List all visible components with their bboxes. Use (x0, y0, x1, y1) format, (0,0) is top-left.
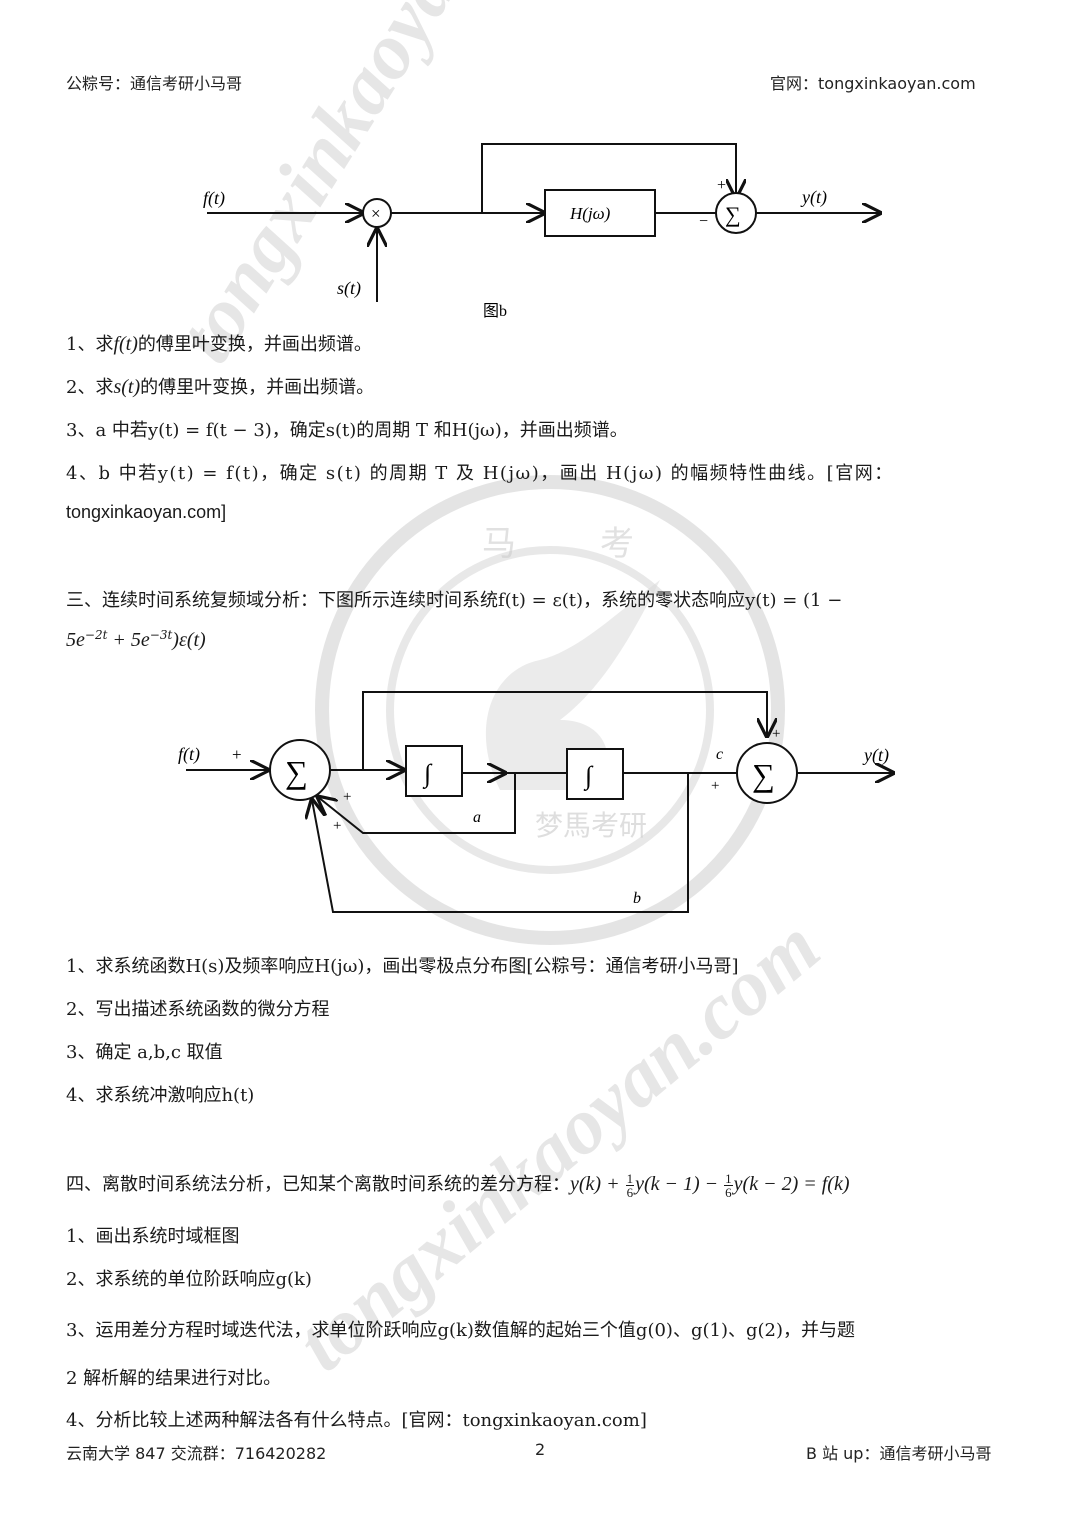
minus-sign: − (699, 213, 708, 230)
s3-output-label: y(t) (862, 745, 889, 766)
integrator-1 (405, 745, 463, 797)
fb-input-label: f(t) (203, 188, 225, 209)
section3-title: 三、连续时间系统复频域分析：下图所示连续时间系统f(t) = ε(t)，系统的零… (66, 590, 843, 611)
plus-a1: + (343, 789, 351, 805)
h-block-label: H(jω) (569, 204, 611, 223)
section3-title-cont: 5e−2t + 5e−3t)ε(t) (66, 628, 206, 651)
fb-carrier-label: s(t) (337, 278, 361, 299)
figure-b-caption: 图b (483, 303, 507, 320)
page-number: 2 (535, 1440, 546, 1459)
sum-symbol-1: ∑ (285, 754, 308, 790)
gain-a: a (473, 809, 481, 826)
q4-1: 1、画出系统时域框图 (66, 1226, 240, 1247)
plus-c: + (711, 778, 719, 794)
q4-3: 3、运用差分方程时域迭代法，求单位阶跃响应g(k)数值解的起始三个值g(0)、g… (66, 1320, 855, 1341)
header-left: 公粽号：通信考研小马哥 (66, 74, 243, 93)
q4-4: 4、分析比较上述两种解法各有什么特点。[官网：tongxinkaoyan.com… (66, 1410, 647, 1431)
plus-sign: + (717, 177, 726, 194)
sum-symbol-2: ∑ (752, 757, 775, 793)
gain-c: c (716, 746, 723, 763)
q3-3: 3、确定 a,b,c 取值 (66, 1042, 223, 1063)
q4-2: 2、求系统的单位阶跃响应g(k) (66, 1269, 312, 1290)
figure-b-diagram: f(t) × s(t) H(jω) ∑ + − y(t) 图b (203, 143, 1080, 320)
s3-input-label: f(t) (178, 744, 200, 765)
sum-symbol: ∑ (725, 202, 741, 227)
h-block (544, 189, 656, 237)
gain-b: b (633, 890, 641, 907)
q3-2: 2、写出描述系统函数的微分方程 (66, 999, 330, 1020)
q3-4: 4、求系统冲激响应h(t) (66, 1085, 255, 1106)
integrator-2-symbol: ∫ (583, 761, 594, 791)
plus-a2: + (333, 818, 341, 834)
s3-input-sign: + (232, 745, 242, 764)
q2-4: 4、b 中若y(t) = f(t)，确定 s(t) 的周期 T 及 H(jω)，… (66, 463, 894, 484)
section3-diagram: f(t) + ∑ + ∫ a + + ∫ b c + ∑ y(t) (178, 691, 1080, 913)
fb-output-label: y(t) (800, 187, 827, 208)
q2-2: 2、求s(t)的傅里叶变换，并画出频谱。 (66, 376, 375, 398)
seal-char-kao: 考 (600, 526, 634, 563)
footer-right: B 站 up：通信考研小马哥 (806, 1444, 992, 1463)
seal-char-ma: 马 (482, 526, 516, 563)
footer-left: 云南大学 847 交流群：716420282 (66, 1444, 327, 1463)
q2-3: 3、a 中若y(t) = f(t − 3)，确定s(t)的周期 T 和H(jω)… (66, 420, 628, 441)
integrator-2 (566, 748, 624, 800)
plus-top: + (772, 726, 780, 742)
q4-3-cont: 2 解析解的结果进行对比。 (66, 1368, 282, 1389)
multiplier-symbol: × (371, 204, 381, 223)
q3-1: 1、求系统函数H(s)及频率响应H(jω)，画出零极点分布图[公粽号：通信考研小… (66, 956, 739, 977)
q2-4-cont: tongxinkaoyan.com] (66, 502, 227, 522)
integrator-1-symbol: ∫ (422, 759, 433, 789)
header-right: 官网：tongxinkaoyan.com (770, 74, 976, 93)
q2-1: 1、求f(t)的傅里叶变换，并画出频谱。 (66, 333, 372, 355)
